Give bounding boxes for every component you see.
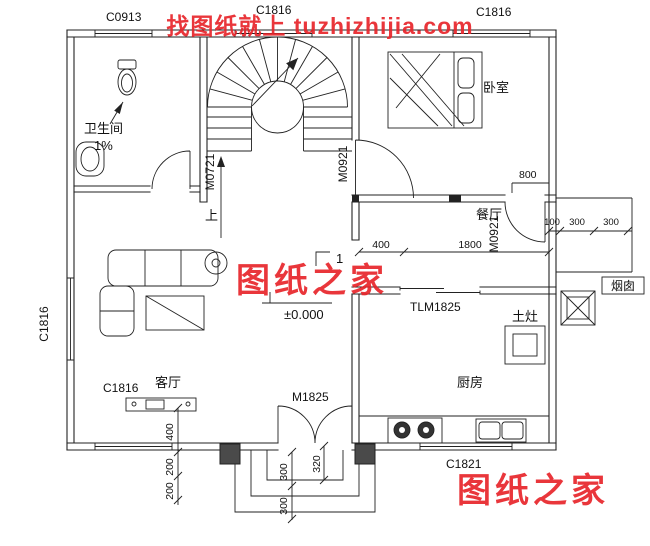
dim-1800: 1800 [458,239,482,251]
dim-100: 100 [544,217,560,228]
dimension-lines [173,182,633,524]
label-window-bottom-left: C1816 [103,381,139,395]
dim-400-hall: 400 [372,239,390,251]
label-door-m0921-dining: M0921 [487,215,501,252]
label-bathroom: 卫生间 [84,121,123,136]
toilet-icon [117,59,137,96]
porch-columns [219,443,376,465]
kitchen-sink-icon [475,418,527,443]
kitchen-fixtures [359,325,549,444]
label-window-c0913: C0913 [106,10,142,24]
label-door-tlm1825: TLM1825 [410,300,461,314]
label-elevation: ±0.000 [284,307,324,322]
label-living: 客厅 [155,375,181,390]
label-stair-up: 上 [205,208,218,223]
label-stove: 土灶 [512,309,538,324]
label-door-m0721: M0721 [203,153,217,190]
dim-400-left: 400 [164,423,176,441]
rear-porch [556,197,633,273]
dim-300-a: 300 [569,217,585,228]
label-window-left: C1816 [37,306,51,342]
dim-800: 800 [519,169,537,181]
watermark-middle: 图纸之家 [236,262,388,300]
bathroom-fixtures [75,59,137,177]
label-window-c1821: C1821 [446,457,482,471]
sink-icon [75,141,105,177]
watermark-top: 找图纸就上 tuzhizhijia.com [166,13,473,39]
dim-300-b: 300 [603,217,619,228]
label-bathroom-slope: 1% [94,138,113,153]
label-section: 1 [336,251,343,266]
tv-cabinet-icon [125,397,197,412]
dim-320: 320 [311,455,323,473]
dim-300-c: 300 [278,463,290,481]
dim-200-a: 200 [164,458,176,476]
label-chimney: 烟囱 [611,279,635,293]
entrance-steps [234,450,376,513]
staircase [207,36,352,152]
windows [67,30,531,450]
watermarks: 找图纸就上 tuzhizhijia.com 图纸之家 图纸之家 [166,13,609,510]
masonry-stove-icon [504,325,546,365]
dim-200-b: 200 [164,482,176,500]
bed-icon [387,51,483,129]
label-kitchen: 厨房 [457,375,483,390]
watermark-bottom: 图纸之家 [457,472,609,510]
chimney-icon [560,276,645,326]
label-dining: 餐厅 [476,207,502,222]
cooktop-icon [387,417,443,444]
sofa-set-icon [99,249,228,337]
doors [151,139,546,444]
outer-walls [66,29,557,451]
interior-walls [73,36,557,444]
dim-300-d: 300 [278,497,290,515]
label-door-m1825: M1825 [292,390,329,404]
direction-arrows [109,57,299,238]
label-window-top-right: C1816 [476,5,512,19]
label-window-top-center: C1816 [256,3,292,17]
label-door-m0921-bedroom: M0921 [336,145,350,182]
label-bedroom: 卧室 [483,80,509,95]
